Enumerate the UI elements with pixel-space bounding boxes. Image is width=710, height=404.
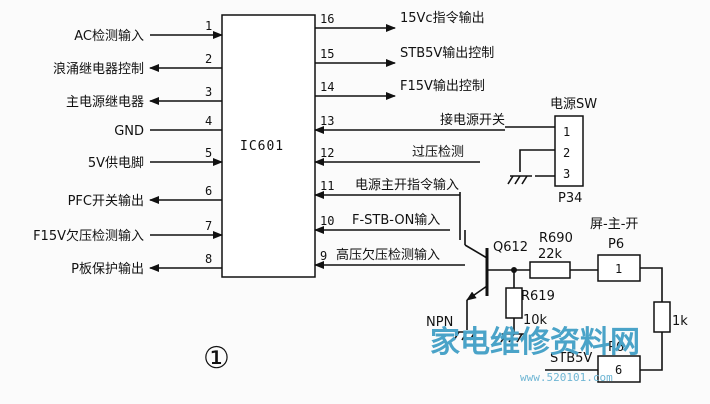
ic-left-pin-2: 2 浪涌继电器控制 <box>53 52 222 77</box>
pin-6-number: 6 <box>205 184 212 198</box>
p6-bottom-box <box>597 355 641 383</box>
q612-ground-hatch-1 <box>453 331 460 341</box>
pin-14-number: 14 <box>320 80 334 94</box>
ic-right-pin-13: 13 接电源开关 <box>314 112 505 134</box>
switch-connector-box <box>554 115 584 187</box>
q612-ground-hatch-3 <box>469 331 476 341</box>
r619-ground-hatch-3 <box>516 333 523 343</box>
pin-2-label: 浪涌继电器控制 <box>53 62 144 77</box>
r-1k-body <box>653 301 671 333</box>
q612-type: NPN <box>426 315 453 330</box>
wire-1k-p6-bottom <box>640 332 663 371</box>
pin-11-label: 电源主开指令输入 <box>355 177 459 193</box>
switch-ground-hatch-1 <box>507 175 514 185</box>
figure-number-mark: ① <box>203 341 230 376</box>
watermark-text: 家电维修资料网 <box>430 325 640 360</box>
switch-title: 电源SW <box>550 97 597 112</box>
q612-ground-hatch-2 <box>461 331 468 341</box>
r690-ref: R690 <box>539 231 573 246</box>
ic-right-pin-10: 10 F-STB-ON输入 <box>314 212 450 234</box>
ic-right-pin-16: 16 15Vc指令输出 <box>315 10 485 32</box>
pin-7-number: 7 <box>205 219 212 233</box>
q612-emitter <box>466 285 488 301</box>
pin-1-label: AC检测输入 <box>74 28 144 44</box>
ic-right-pin-14: 14 F15V输出控制 <box>315 78 485 100</box>
pin-12-label: 过压检测 <box>412 145 464 160</box>
pin-4-label: GND <box>114 124 144 139</box>
pin-10-label: F-STB-ON输入 <box>352 212 440 228</box>
switch-ground-hatch-3 <box>521 175 528 185</box>
p6-bottom-pin: 6 <box>615 363 622 377</box>
r619-value: 10k <box>523 313 548 328</box>
pin-14-label: F15V输出控制 <box>400 78 485 94</box>
ic601-right-pins: 16 15Vc指令输出 15 STB5V输出控制 14 F15V输出控制 13 接电源开关 12… <box>314 10 505 269</box>
switch-pin-3: 3 <box>563 167 570 181</box>
pin-8-number: 8 <box>205 252 212 266</box>
ic-right-pin-11: 11 电源主开指令输入 <box>314 177 460 199</box>
p6-top-ref: P6 <box>608 237 624 252</box>
pin-3-number: 3 <box>205 85 212 99</box>
ic-left-pin-5: 5 5V供电脚 <box>88 146 223 171</box>
q612-ref: Q612 <box>493 240 528 255</box>
pin-11-number: 11 <box>320 179 334 193</box>
q612-collector <box>464 244 488 259</box>
p6-bottom-ref: P6 <box>608 340 624 355</box>
r690-body <box>529 261 571 279</box>
p6-bottom-label: STB5V <box>550 351 592 366</box>
pin-8-label: P板保护输出 <box>71 261 144 277</box>
pin-2-number: 2 <box>205 52 212 66</box>
pin-9-number: 9 <box>320 249 327 263</box>
pin-13-number: 13 <box>320 114 334 128</box>
wire-switch-pin3-ground <box>519 149 555 172</box>
pin-15-label: STB5V输出控制 <box>400 45 494 61</box>
pin-16-label: 15Vc指令输出 <box>400 10 485 26</box>
pin-13-label: 接电源开关 <box>440 112 505 128</box>
switch-ref: P34 <box>558 191 582 206</box>
switch-ground-hatch-2 <box>514 175 521 185</box>
ic-right-pin-15: 15 STB5V输出控制 <box>315 45 494 67</box>
ic-right-pin-12: 12 过压检测 <box>314 145 480 166</box>
ic601-body <box>221 14 316 278</box>
pin-5-label: 5V供电脚 <box>88 155 144 171</box>
pin-10-number: 10 <box>320 214 334 228</box>
ic-right-pin-9: 9 高压欠压检测输入 <box>314 247 465 269</box>
pin-7-label: F15V欠压检测输入 <box>33 228 144 244</box>
pin-5-number: 5 <box>205 146 212 160</box>
r690-value: 22k <box>538 247 563 262</box>
pin-15-number: 15 <box>320 47 334 61</box>
watermark-url: www.520101.com <box>520 371 613 384</box>
pin-16-number: 16 <box>320 12 334 26</box>
pin-9-label: 高压欠压检测输入 <box>336 247 440 263</box>
pin-1-number: 1 <box>205 19 212 33</box>
r619-ground-hatch-1 <box>500 333 507 343</box>
pin-6-label: PFC开关输出 <box>68 193 144 209</box>
r-1k-value: 1k <box>672 314 688 329</box>
r619-body <box>505 287 523 319</box>
pin-12-number: 12 <box>320 146 334 160</box>
switch-pin-1: 1 <box>563 125 570 139</box>
p6-top-title: 屏-主-开 <box>590 217 638 232</box>
ic601-label: IC601 <box>240 139 284 154</box>
r619-ground-hatch-2 <box>508 333 515 343</box>
ic-left-pin-3: 3 主电源继电器 <box>66 85 222 110</box>
pin-3-label: 主电源继电器 <box>66 95 144 110</box>
p6-top-pin: 1 <box>615 262 622 276</box>
pin-4-number: 4 <box>205 114 212 128</box>
switch-pin-2: 2 <box>563 146 570 160</box>
wire-p6-1k <box>640 267 663 302</box>
r619-ref: R619 <box>521 289 555 304</box>
